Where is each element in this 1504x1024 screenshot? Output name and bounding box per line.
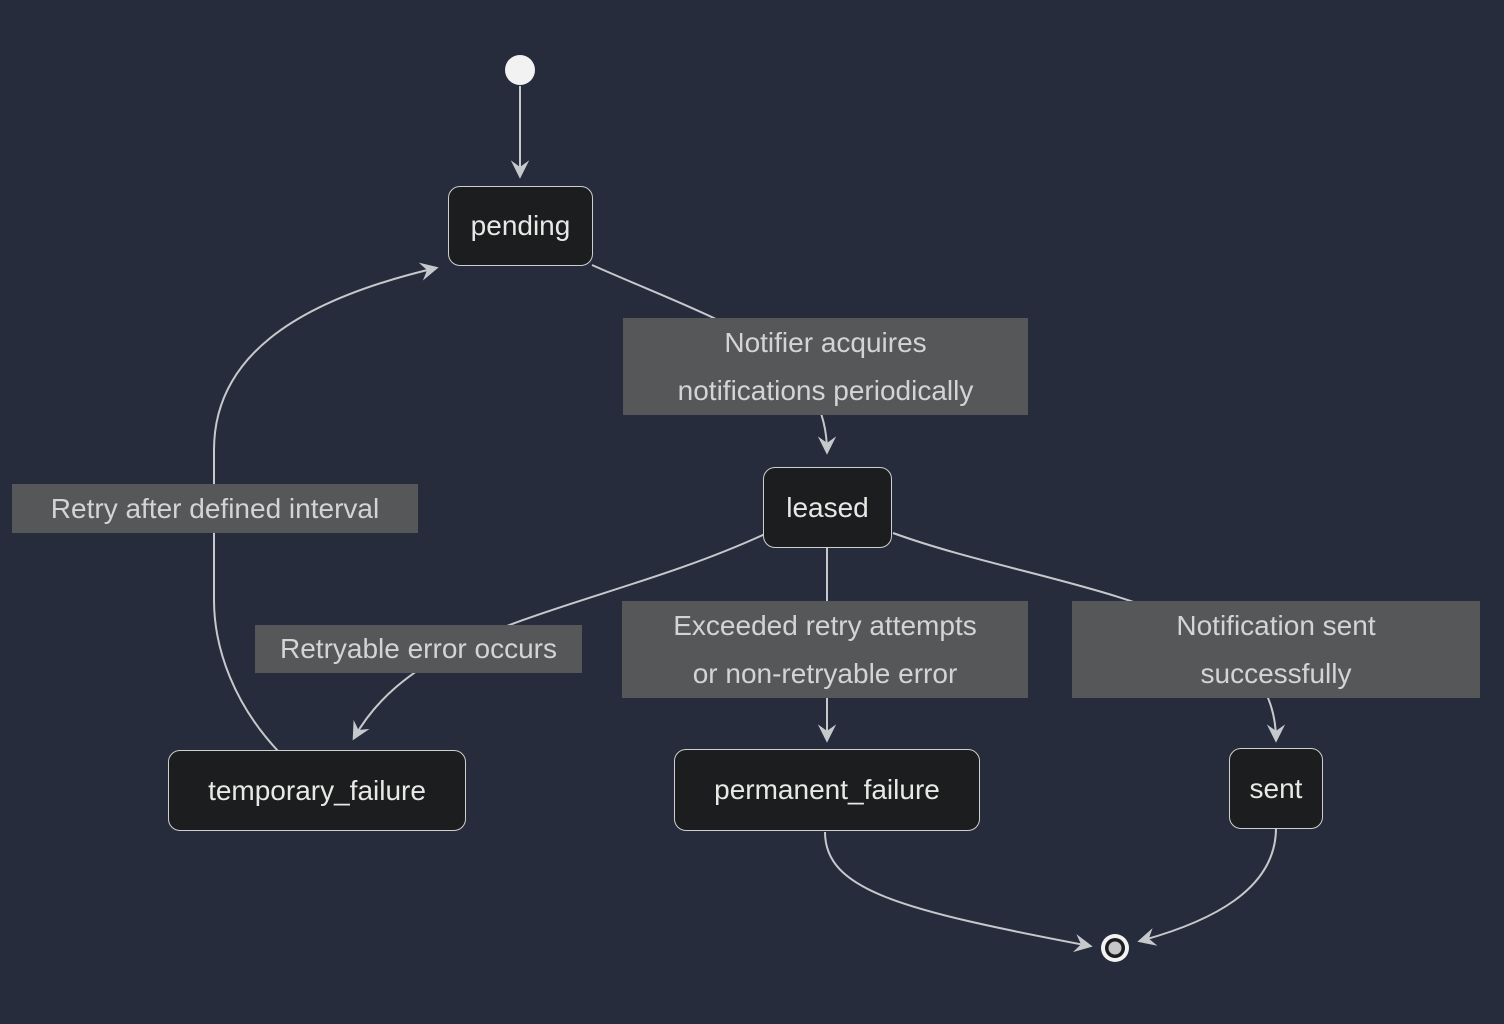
state-pending: pending <box>448 186 593 266</box>
edge-leased-temporary-failure <box>352 533 766 741</box>
edge-label-line: successfully <box>1200 657 1352 689</box>
edge-label-line: Notification sent <box>1176 610 1376 642</box>
edge-label-line: Notifier acquires <box>724 327 927 359</box>
edge-label-line: or non-retryable error <box>692 657 958 689</box>
initial-state-node <box>505 55 535 85</box>
edge-temporary-failure-pending <box>213 262 439 752</box>
state-temporary-failure: temporary_failure <box>168 750 466 831</box>
edge-label-retryable-error: Retryable error occurs <box>255 625 582 673</box>
state-label: pending <box>470 210 571 241</box>
edge-label-line: notifications periodically <box>677 374 974 406</box>
edge-permanent-failure-end <box>824 831 1093 953</box>
edge-label-line: Retryable error occurs <box>280 633 557 665</box>
edge-label-exceeded-retries: Exceeded retry attempts or non-retryable… <box>622 601 1028 698</box>
final-state-node <box>1101 934 1129 962</box>
state-sent: sent <box>1229 748 1323 829</box>
edge-label-retry-interval: Retry after defined interval <box>12 484 418 533</box>
state-label: temporary_failure <box>208 774 426 806</box>
state-label: permanent_failure <box>714 774 940 805</box>
state-label: sent <box>1249 772 1303 804</box>
edge-label-line: Exceeded retry attempts <box>673 610 977 642</box>
state-leased: leased <box>763 467 892 548</box>
edge-sent-end <box>1137 827 1277 946</box>
edge-label-notifier-acquires: Notifier acquires notifications periodic… <box>623 318 1028 415</box>
state-label: leased <box>786 491 869 523</box>
state-permanent-failure: permanent_failure <box>674 749 980 831</box>
edge-label-notification-sent: Notification sent successfully <box>1072 601 1480 698</box>
edge-label-line: Retry after defined interval <box>50 492 380 524</box>
